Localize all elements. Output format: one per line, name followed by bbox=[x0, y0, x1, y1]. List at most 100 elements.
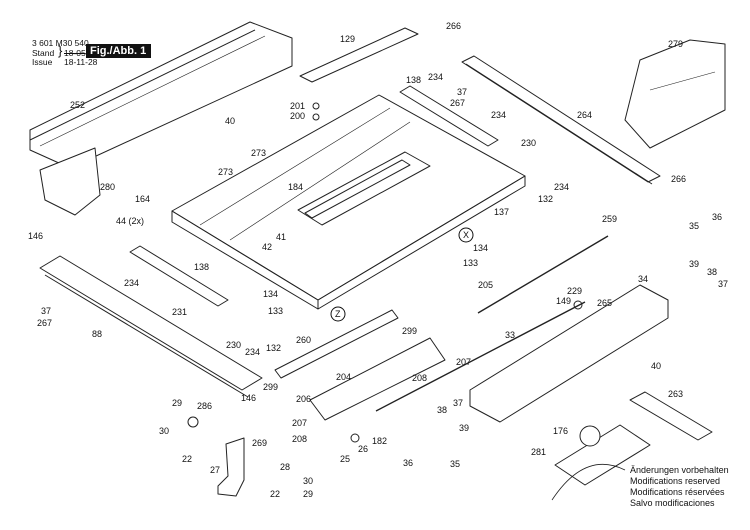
part-label-p146a: 146 bbox=[28, 231, 43, 241]
part-label-p234e: 234 bbox=[245, 347, 260, 357]
part-label-p269: 269 bbox=[252, 438, 267, 448]
part-label-p42: 42 bbox=[262, 242, 272, 252]
part-label-p264: 264 bbox=[577, 110, 592, 120]
doc-number: 3 601 M30 540 bbox=[32, 38, 89, 48]
part-label-p40b: 40 bbox=[651, 361, 661, 371]
part-label-p146b: 146 bbox=[241, 393, 256, 403]
part-260 bbox=[274, 309, 399, 379]
part-label-p41: 41 bbox=[276, 232, 286, 242]
part-label-p38b: 38 bbox=[437, 405, 447, 415]
part-label-p138b: 138 bbox=[194, 262, 209, 272]
part-label-p230b: 230 bbox=[226, 340, 241, 350]
part-label-p265: 265 bbox=[597, 298, 612, 308]
stand-value: 18-05 bbox=[64, 48, 86, 58]
part-204 bbox=[309, 337, 446, 421]
part-label-pX: X bbox=[463, 230, 469, 240]
part-label-p34: 34 bbox=[638, 274, 648, 284]
part-label-p37c: 37 bbox=[41, 306, 51, 316]
part-label-p286: 286 bbox=[197, 401, 212, 411]
part-label-p36a: 36 bbox=[712, 212, 722, 222]
part-label-p35b: 35 bbox=[450, 459, 460, 469]
part-label-p33: 33 bbox=[505, 330, 515, 340]
fence-rail-252 bbox=[29, 21, 293, 169]
part-label-p27: 27 bbox=[210, 465, 220, 475]
part-label-p149: 149 bbox=[556, 296, 571, 306]
note-line: Modifications réservées bbox=[630, 487, 725, 497]
part-label-p206: 206 bbox=[296, 394, 311, 404]
table-cutout bbox=[297, 151, 431, 226]
part-label-p266b: 266 bbox=[671, 174, 686, 184]
issue-value: 18-11-28 bbox=[64, 57, 98, 67]
part-label-p234a: 234 bbox=[428, 72, 443, 82]
rail-231 bbox=[39, 255, 263, 391]
detail-marker-circle bbox=[330, 306, 346, 322]
part-label-p132a: 132 bbox=[538, 194, 553, 204]
part-label-p36b: 36 bbox=[403, 458, 413, 468]
part-label-p273a: 273 bbox=[251, 148, 266, 158]
part-label-p164: 164 bbox=[135, 194, 150, 204]
detail-marker-circle bbox=[458, 227, 474, 243]
part-label-p25: 25 bbox=[340, 454, 350, 464]
part-label-p231: 231 bbox=[172, 307, 187, 317]
notes: Änderungen vorbehalten Modifications res… bbox=[630, 465, 729, 509]
part-label-p279: 279 bbox=[668, 39, 683, 49]
part-label-p35a: 35 bbox=[689, 221, 699, 231]
part-label-p88: 88 bbox=[92, 329, 102, 339]
part-label-p37d: 37 bbox=[453, 398, 463, 408]
table-right-edge bbox=[317, 175, 526, 310]
part-label-p205: 205 bbox=[478, 280, 493, 290]
part-label-p263: 263 bbox=[668, 389, 683, 399]
part-label-p207b: 207 bbox=[292, 418, 307, 428]
bar-34 bbox=[469, 284, 669, 423]
part-label-p259: 259 bbox=[602, 214, 617, 224]
blade-guard-279 bbox=[624, 39, 726, 149]
stand-label: Stand bbox=[32, 48, 55, 58]
part-label-p184: 184 bbox=[288, 182, 303, 192]
part-label-p28: 28 bbox=[280, 462, 290, 472]
part-label-p234c: 234 bbox=[554, 182, 569, 192]
part-label-p22a: 22 bbox=[182, 454, 192, 464]
part-label-p280: 280 bbox=[100, 182, 115, 192]
part-label-p207a: 207 bbox=[456, 357, 471, 367]
part-label-p134a: 134 bbox=[473, 243, 488, 253]
part-label-p176: 176 bbox=[553, 426, 568, 436]
part-label-p132b: 132 bbox=[266, 343, 281, 353]
part-label-p182: 182 bbox=[372, 436, 387, 446]
note-line: Änderungen vorbehalten bbox=[630, 465, 729, 475]
part-label-p137: 137 bbox=[494, 207, 509, 217]
part-label-p40a: 40 bbox=[225, 116, 235, 126]
part-drawings bbox=[29, 21, 726, 501]
part-label-p133a: 133 bbox=[463, 258, 478, 268]
part-label-p133b: 133 bbox=[268, 306, 283, 316]
part-label-p129: 129 bbox=[340, 34, 355, 44]
part-label-p267b: 267 bbox=[37, 318, 52, 328]
rail-263 bbox=[629, 391, 713, 441]
part-label-p26: 26 bbox=[358, 444, 368, 454]
part-label-p266a: 266 bbox=[446, 21, 461, 31]
part-label-p38a: 38 bbox=[707, 267, 717, 277]
part-label-p204: 204 bbox=[336, 372, 351, 382]
part-label-p230a: 230 bbox=[521, 138, 536, 148]
part-label-p229: 229 bbox=[567, 286, 582, 296]
part-label-p281: 281 bbox=[531, 447, 546, 457]
part-label-p29b: 29 bbox=[303, 489, 313, 499]
issue-label: Issue bbox=[32, 57, 53, 67]
bracket-27 bbox=[217, 437, 245, 497]
part-label-p201: 201 bbox=[290, 101, 305, 111]
note-line: Salvo modificaciones bbox=[630, 498, 715, 508]
part-label-p22b: 22 bbox=[270, 489, 280, 499]
rail-138-lower bbox=[129, 245, 229, 307]
part-label-p234d: 234 bbox=[124, 278, 139, 288]
rod-33 bbox=[375, 301, 586, 412]
part-label-p200: 200 bbox=[290, 111, 305, 121]
part-label-p37b: 37 bbox=[718, 279, 728, 289]
part-label-p39a: 39 bbox=[689, 259, 699, 269]
part-label-p299b: 299 bbox=[263, 382, 278, 392]
part-label-p208b: 208 bbox=[292, 434, 307, 444]
part-label-p44: 44 (2x) bbox=[116, 216, 144, 226]
part-label-p29a: 29 bbox=[172, 398, 182, 408]
part-label-p252: 252 bbox=[70, 100, 85, 110]
note-line: Modifications reserved bbox=[630, 476, 721, 486]
